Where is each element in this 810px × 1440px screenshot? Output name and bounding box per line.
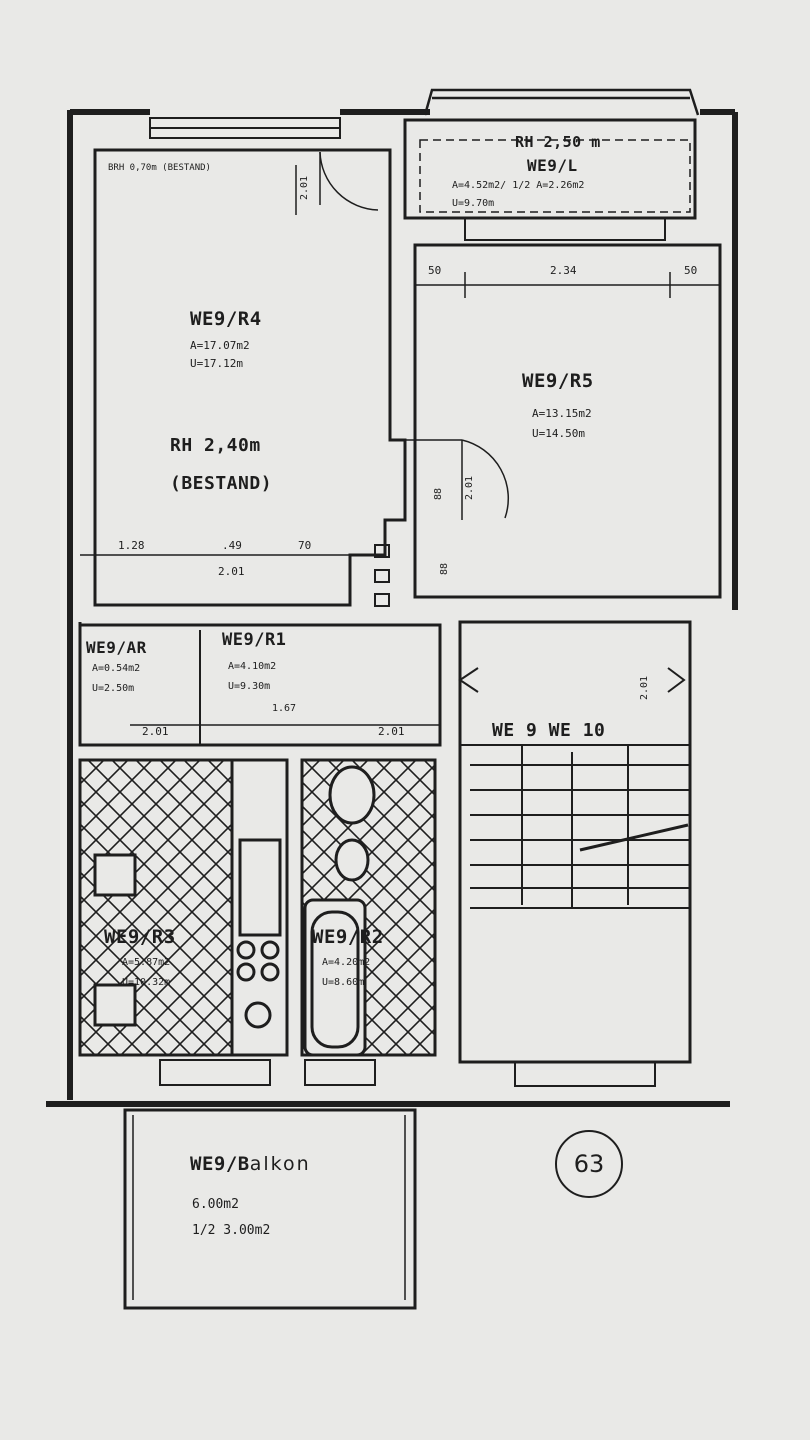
balkon-area: 6.00m2 <box>192 1197 239 1212</box>
loggia-area: A=4.52m2/ 1/2 A=2.26m2 <box>452 180 585 191</box>
door-r4 <box>295 151 379 215</box>
dim-door-r4: 2.01 <box>218 565 245 578</box>
r2-perimeter: U=8.60m <box>322 977 365 988</box>
stair-steps <box>470 745 690 909</box>
ar-name: WE9/AR <box>86 638 147 657</box>
lower-windows <box>159 1059 656 1087</box>
r1-perimeter: U=9.30m <box>228 681 271 692</box>
r4-perimeter: U=17.12m <box>190 357 243 370</box>
dim-r5-left: 50 <box>428 264 442 277</box>
balkon-name-print: WE9/B <box>190 1153 250 1175</box>
loggia-rail <box>423 88 700 116</box>
r2-area: A=4.20m2 <box>322 957 371 968</box>
stair-label: WE 9 WE 10 <box>492 720 606 741</box>
page-number: 63 <box>555 1130 623 1198</box>
loggia-name: WE9/L <box>527 156 578 175</box>
r3-name: WE9/R3 <box>104 926 176 948</box>
dim-r5-right: 50 <box>684 264 698 277</box>
room-r4-walls <box>80 148 407 607</box>
balkon-half: 1/2 3.00m2 <box>192 1223 271 1238</box>
hall-walls <box>78 622 442 747</box>
r3-perimeter: U=10.32m <box>122 977 171 988</box>
room-r2-walls <box>300 758 437 1057</box>
dim-r4-a: 1.28 <box>118 539 145 552</box>
ar-area: A=0.54m2 <box>92 663 141 674</box>
r5-name: WE9/R5 <box>522 370 594 392</box>
r4-note: (BESTAND) <box>170 473 273 494</box>
dim-r4-b: .49 <box>222 539 242 552</box>
stairwell <box>458 620 692 1064</box>
window-r4 <box>149 117 341 139</box>
r2-name: WE9/R2 <box>312 926 384 948</box>
r4-brh: BRH 0,70m (BESTAND) <box>108 163 211 173</box>
dim-hall-r: 2.01 <box>378 725 405 738</box>
dim-hall-l: 2.01 <box>142 725 169 738</box>
loggia-perimeter: U=9.70m <box>452 198 495 209</box>
dim-hall-m: 1.67 <box>272 703 297 714</box>
r1-area: A=4.10m2 <box>228 661 277 672</box>
loggia-height: RH 2,50 m <box>515 133 601 151</box>
r1-name: WE9/R1 <box>222 630 287 650</box>
chimney <box>374 544 390 607</box>
dim-v3: 88 <box>439 562 450 575</box>
room-r5-walls <box>413 243 722 599</box>
dim-door-r5b: 88 <box>433 487 444 500</box>
ar-perimeter: U=2.50m <box>92 683 135 694</box>
dim-door-r5: 2.01 <box>464 475 475 500</box>
r5-perimeter: U=14.50m <box>532 427 585 440</box>
r3-area: A=5.87m2 <box>122 957 171 968</box>
room-r3-walls <box>78 758 289 1057</box>
dim-r5-mid: 2.34 <box>550 264 577 277</box>
balkon-name: WE9/Balkon <box>190 1155 311 1174</box>
r4-area: A=17.07m2 <box>190 339 250 352</box>
r5-area: A=13.15m2 <box>532 407 592 420</box>
room-loggia-walls <box>403 118 697 241</box>
outer-walls <box>46 109 738 1107</box>
door-r5 <box>405 439 510 520</box>
r4-height: RH 2,40m <box>170 435 261 456</box>
dim-v2: 2.01 <box>639 675 650 700</box>
balkon-name-hand: alkon <box>249 1153 311 1175</box>
dim-r4-c: 70 <box>298 539 312 552</box>
dim-v1: 2.01 <box>299 175 310 200</box>
r4-name: WE9/R4 <box>190 308 262 330</box>
balcony-walls <box>123 1108 417 1310</box>
